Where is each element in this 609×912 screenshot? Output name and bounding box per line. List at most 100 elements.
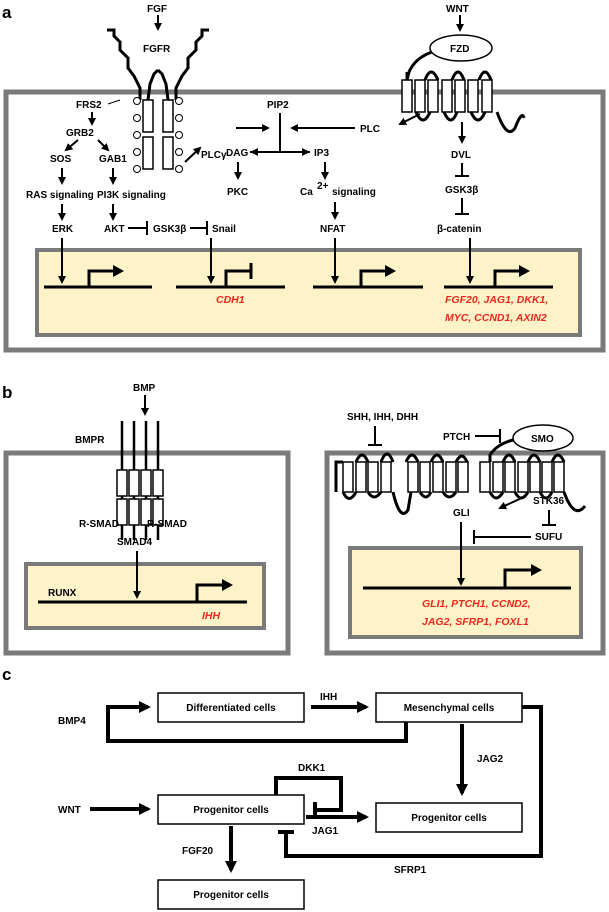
grb2-label: GRB2 — [66, 128, 94, 139]
pip2-label: PIP2 — [267, 100, 289, 111]
wnt-target-genes-1: FGF20, JAG1, DKK1, — [445, 294, 548, 306]
stk36-to-gli-arrow — [498, 495, 527, 510]
rsmad-label-2: R-SMAD — [147, 519, 187, 530]
runx-label: RUNX — [48, 588, 77, 599]
bmpr-transmembrane — [116, 469, 164, 526]
nucleus-hh — [348, 546, 583, 639]
fgf-label: FGF — [147, 4, 167, 15]
nucleus-a-genes — [44, 269, 553, 289]
ras-signaling-label: RAS signaling — [26, 190, 94, 201]
panel-label-a: a — [2, 3, 12, 22]
cell-membrane-hh — [324, 450, 606, 656]
sos-label: SOS — [50, 154, 71, 165]
box-progenitor-cells-3 — [157, 879, 305, 910]
ca-signaling-label: signaling — [332, 187, 376, 198]
promoter-arrow-wnt — [519, 265, 530, 277]
rsmad-label-1: R-SMAD — [79, 519, 119, 530]
c-fgf20-label: FGF20 — [182, 846, 214, 857]
phosphate-circles — [133, 97, 183, 173]
sfrp1-inhibition — [284, 705, 543, 858]
panel-label-c: c — [2, 665, 11, 684]
fzd-label: FZD — [450, 44, 469, 55]
snail-label: Snail — [212, 224, 236, 235]
pi3k-signaling-label: PI3K signaling — [97, 190, 166, 201]
fgfr-label: FGFR — [143, 44, 171, 55]
mesenchymal-cells-label: Mesenchymal cells — [404, 703, 495, 714]
ca-label: Ca — [300, 187, 313, 198]
differentiated-cells-label: Differentiated cells — [186, 703, 276, 714]
beta-catenin-label: β-catenin — [437, 224, 481, 235]
progenitor-cells-label-3: Progenitor cells — [193, 890, 269, 901]
gsk3b-wnt-label: GSK3β — [445, 185, 478, 196]
smad4-label: SMAD4 — [117, 537, 152, 548]
panel-label-b: b — [2, 383, 12, 402]
box-differentiated-cells — [157, 692, 305, 723]
cdh1-gene: CDH1 — [216, 294, 245, 306]
smo-label: SMO — [531, 434, 554, 445]
hh-promoter-arrow — [531, 564, 542, 576]
fzd-receptor — [405, 50, 526, 133]
hh-promoter — [503, 568, 531, 588]
promoter-arrow-nfat — [385, 265, 396, 277]
c-jag1-label: JAG1 — [312, 826, 339, 837]
ca-superscript: 2+ — [317, 181, 329, 192]
gsk3b-label: GSK3β — [153, 224, 186, 235]
frs2-link — [107, 99, 121, 105]
c-bmp4-label: BMP4 — [58, 716, 86, 727]
runx-promoter — [195, 583, 222, 602]
fgfr-to-plcg-arrow — [184, 146, 202, 163]
fzd-ellipse — [429, 34, 493, 62]
gli-label: GLI — [453, 508, 470, 519]
bmpr-label: BMPR — [75, 435, 105, 446]
c-sfrp1-label: SFRP1 — [394, 865, 427, 876]
box-progenitor-cells-1 — [157, 794, 305, 825]
dvl-label: DVL — [451, 150, 471, 161]
cell-membrane-a — [3, 89, 606, 353]
grb2-to-gab1-arrow — [97, 139, 110, 152]
erk-label: ERK — [52, 224, 74, 235]
nucleus-bmp — [24, 562, 266, 630]
pkc-label: PKC — [227, 187, 248, 198]
stk36-label: STK36 — [533, 496, 565, 507]
bmp-label: BMP — [133, 383, 156, 394]
box-mesenchymal-cells — [375, 692, 523, 723]
dag-arrowhead — [250, 148, 258, 156]
ptch-label: PTCH — [443, 432, 470, 443]
ip3-label: IP3 — [314, 148, 329, 159]
dag-label: DAG — [226, 148, 248, 159]
c-ihh-label: IHH — [320, 692, 337, 703]
hh-target-genes-1: GLI1, PTCH1, CCND2, — [422, 598, 531, 610]
plcg-label: PLCγ — [201, 150, 227, 161]
c-dkk1-label: DKK1 — [298, 763, 326, 774]
fgfr-receptor — [107, 28, 209, 101]
ihh-gene: IHH — [202, 610, 221, 622]
bmp4-loop-arrow — [106, 701, 408, 743]
smo-ellipse — [512, 424, 574, 452]
dkk1-loop — [274, 776, 343, 812]
ip3-arrowhead — [302, 148, 310, 156]
akt-label: AKT — [104, 224, 125, 235]
hh-ligands-label: SHH, IHH, DHH — [347, 412, 418, 423]
plc-label: PLC — [360, 124, 380, 135]
fzd-transmembrane — [401, 79, 493, 113]
runx-promoter-arrow — [222, 579, 233, 591]
gab1-label: GAB1 — [99, 154, 127, 165]
ptch-receptor — [334, 452, 469, 515]
c-jag2-label: JAG2 — [477, 754, 504, 765]
hh-target-genes-2: JAG2, SFRP1, FOXL1 — [422, 616, 529, 628]
grb2-to-sos-arrow — [64, 139, 79, 152]
c-wnt-label: WNT — [58, 805, 81, 816]
promoter-arrow-erk — [113, 265, 124, 277]
sufu-label: SUFU — [535, 532, 562, 543]
smo-transmembrane — [479, 461, 565, 493]
nfat-label: NFAT — [320, 224, 345, 235]
wnt-label: WNT — [446, 4, 469, 15]
wnt-target-genes-2: MYC, CCND1, AXIN2 — [445, 312, 547, 324]
frs2-label: FRS2 — [76, 100, 102, 111]
progenitor-cells-label-1: Progenitor cells — [193, 805, 269, 816]
fzd-to-plc-arrow — [398, 113, 421, 125]
ptch-transmembrane — [342, 461, 469, 493]
progenitor-cells-label-2: Progenitor cells — [411, 813, 487, 824]
box-progenitor-cells-2 — [375, 802, 523, 833]
